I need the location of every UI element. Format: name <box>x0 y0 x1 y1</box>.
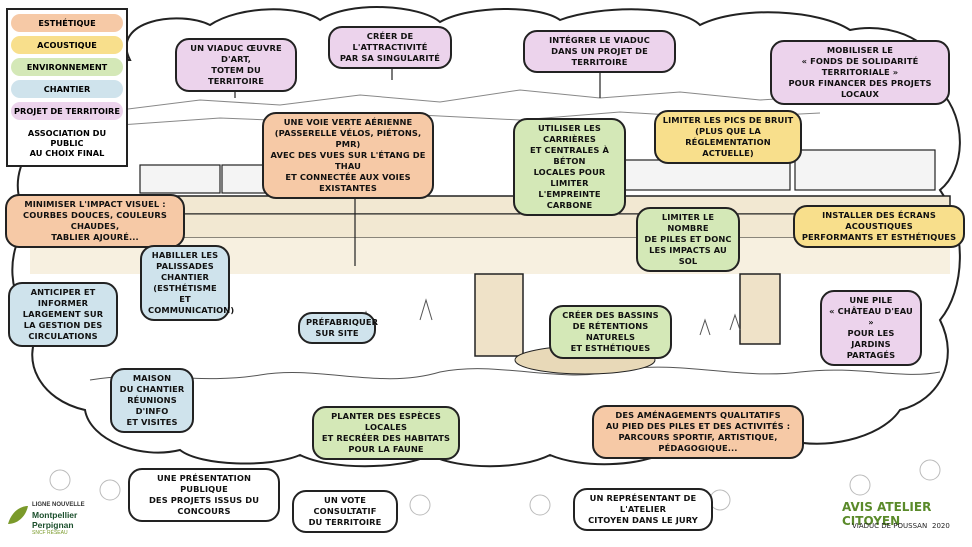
legend: ESTHÉTIQUE ACOUSTIQUE ENVIRONNEMENT CHAN… <box>6 8 128 167</box>
logo-perpignan: Perpignan <box>32 520 74 530</box>
bubble-pics-bruit: LIMITER LES PICS DE BRUIT (PLUS QUE LA R… <box>654 110 802 164</box>
bubble-bassins: CRÉER DES BASSINS DE RÉTENTIONS NATURELS… <box>549 305 672 359</box>
legend-acoustique: ACOUSTIQUE <box>11 36 123 54</box>
legend-esthetique: ESTHÉTIQUE <box>11 14 123 32</box>
atelier-citoyen-logo: AVIS ATELIER CITOYEN VIADUC DE POUSSAN 2… <box>842 500 966 542</box>
legend-chantier: CHANTIER <box>11 80 123 98</box>
bubble-attractivite: CRÉER DE L'ATTRACTIVITÉ PAR SA SINGULARI… <box>328 26 452 69</box>
cloud-outline <box>11 6 961 468</box>
bubble-maison: MAISON DU CHANTIER RÉUNIONS D'INFO ET VI… <box>110 368 194 433</box>
bubble-viaduc-oeuvre: UN VIADUC ŒUVRE D'ART, TOTEM DU TERRITOI… <box>175 38 297 92</box>
legend-projet: PROJET DE TERRITOIRE <box>11 102 123 120</box>
logo-leaf-icon <box>8 506 28 524</box>
legend-environnement: ENVIRONNEMENT <box>11 58 123 76</box>
bubble-chateau-eau: UNE PILE « CHÂTEAU D'EAU » POUR LES JARD… <box>820 290 922 366</box>
logo-sncf-tag: SNCF RÉSEAU <box>32 530 68 536</box>
atelier-year: 2020 <box>932 522 950 530</box>
bubble-palissades: HABILLER LES PALISSADES CHANTIER (ESTHÉT… <box>140 245 234 321</box>
bubble-especes: PLANTER DES ESPÈCES LOCALES ET RECRÉER D… <box>312 406 460 460</box>
logo-montpellier: Montpellier <box>32 510 78 520</box>
bubble-ecrans: INSTALLER DES ÉCRANS ACOUSTIQUES PERFORM… <box>793 205 965 248</box>
bubble-presentation: UNE PRÉSENTATION PUBLIQUE DES PROJETS IS… <box>128 468 280 522</box>
bubble-representant: UN REPRÉSENTANT DE L'ATELIER CITOYEN DAN… <box>573 488 713 531</box>
atelier-subtitle: VIADUC DE POUSSAN <box>852 522 928 530</box>
legend-public: ASSOCIATION DU PUBLIC AU CHOIX FINAL <box>11 124 123 162</box>
bubble-integrer-viaduc: INTÉGRER LE VIADUC DANS UN PROJET DE TER… <box>523 30 676 73</box>
bubble-voie-verte: UNE VOIE VERTE AÉRIENNE (PASSERELLE VÉLO… <box>262 112 434 199</box>
bubble-fonds: MOBILISER LE « FONDS DE SOLIDARITÉ TERRI… <box>770 40 950 105</box>
bubble-anticiper: ANTICIPER ET INFORMER LARGEMENT SUR LA G… <box>8 282 118 347</box>
bubble-nombre-piles: LIMITER LE NOMBRE DE PILES ET DONC LES I… <box>636 207 740 272</box>
bubble-impact-visuel: MINIMISER L'IMPACT VISUEL : COURBES DOUC… <box>5 194 185 248</box>
bubble-vote: UN VOTE CONSULTATIF DU TERRITOIRE <box>292 490 398 533</box>
bubble-carrieres: UTILISER LES CARRIÈRES ET CENTRALES À BÉ… <box>513 118 626 216</box>
bubble-amenagements: DES AMÉNAGEMENTS QUALITATIFS AU PIED DES… <box>592 405 804 459</box>
bubble-prefabriquer: PRÉFABRIQUER SUR SITE <box>298 312 378 344</box>
viaduct-piles <box>474 273 781 357</box>
sncf-line-logo: LIGNE NOUVELLE Montpellier Perpignan SNC… <box>6 496 98 540</box>
atelier-title: AVIS ATELIER CITOYEN <box>842 500 932 528</box>
logo-line-label: LIGNE NOUVELLE <box>32 502 85 508</box>
